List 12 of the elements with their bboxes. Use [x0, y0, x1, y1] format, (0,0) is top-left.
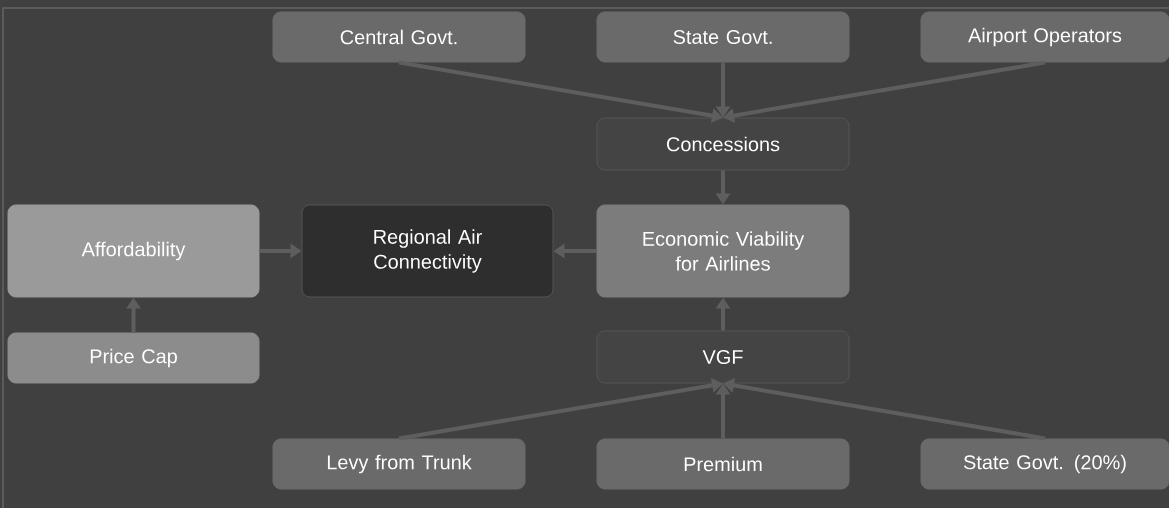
process-box: State Govt.: [596, 11, 850, 63]
process-box: Price Cap: [7, 332, 260, 384]
process-box: Affordability: [7, 204, 260, 298]
process-box: Economic Viability for Airlines: [596, 204, 850, 298]
process-box: Levy from Trunk: [272, 438, 526, 490]
process-box: Central Govt.: [272, 11, 526, 63]
process-box: Airport Operators: [920, 11, 1169, 63]
process-box: State Govt. (20%): [920, 438, 1169, 490]
process-box: Premium: [596, 438, 850, 490]
process-box: Concessions: [596, 117, 850, 171]
process-box: VGF: [596, 330, 850, 384]
process-box: Regional Air Connectivity: [301, 204, 554, 298]
